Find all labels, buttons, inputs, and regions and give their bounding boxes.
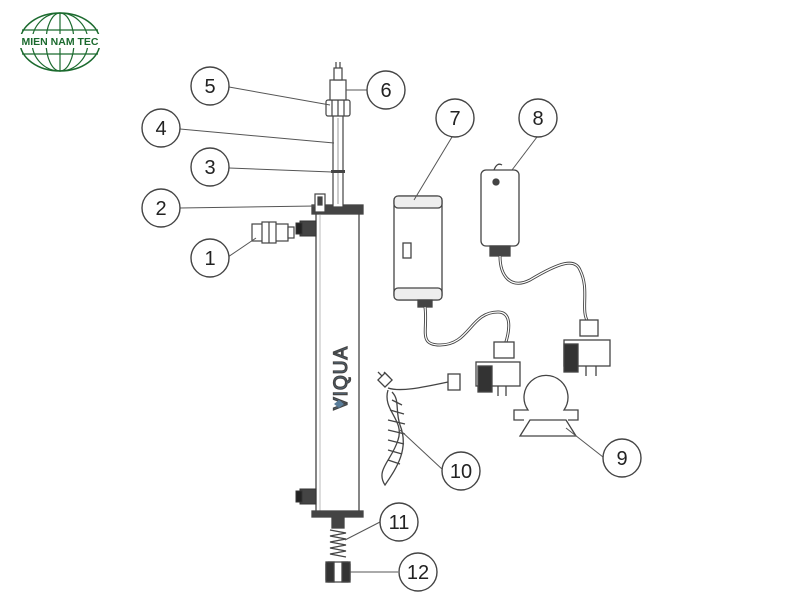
- callout-label: 8: [532, 108, 543, 130]
- callout-label: 12: [407, 562, 429, 584]
- logo-text: MIEN NAM TEC: [22, 36, 99, 48]
- outlet-port: [295, 488, 317, 505]
- callout-2: 2: [141, 188, 181, 228]
- part-8-controller: [480, 163, 590, 323]
- part-8-lamp-plug: [563, 319, 611, 376]
- callout-12: 12: [398, 552, 438, 592]
- part-7-lamp-plug: [475, 341, 521, 396]
- callout-9: 9: [602, 438, 642, 478]
- callout-7: 7: [435, 98, 475, 138]
- brand-label: VIQUA: [331, 346, 352, 410]
- company-logo: MIEN NAM TEC: [18, 12, 102, 72]
- callout-8: 8: [518, 98, 558, 138]
- callout-label: 9: [616, 448, 627, 470]
- part-10-power-cord: [377, 371, 461, 487]
- viqua-logo-icon: [334, 400, 344, 408]
- callout-1: 1: [190, 238, 230, 278]
- callout-label: 7: [449, 108, 460, 130]
- callout-label: 6: [380, 80, 391, 102]
- part-4-lamp-sleeve: [332, 114, 344, 208]
- callout-10: 10: [441, 451, 481, 491]
- part-3-o-ring: [331, 170, 345, 173]
- part-5-nut: [325, 99, 351, 117]
- callout-label: 4: [155, 118, 166, 140]
- leader-lines: [179, 86, 604, 573]
- part-7-controller: [393, 195, 511, 347]
- callout-label: 11: [389, 512, 410, 534]
- callout-label: 10: [450, 461, 472, 483]
- callout-label: 3: [204, 157, 215, 179]
- part-11-spring: [329, 517, 347, 558]
- part-12-end-cap: [325, 561, 351, 583]
- part-6-lamp-pins: [329, 62, 347, 101]
- callout-label: 2: [155, 198, 166, 220]
- callout-6: 6: [366, 70, 406, 110]
- inlet-port: [295, 220, 317, 237]
- part-2-clip: [314, 193, 326, 213]
- part-1-connector: [251, 221, 295, 244]
- callout-11: 11: [379, 502, 419, 542]
- callout-label: 1: [204, 248, 215, 270]
- callout-5: 5: [190, 66, 230, 106]
- callout-3: 3: [190, 147, 230, 187]
- callout-4: 4: [141, 108, 181, 148]
- part-9-mounting-clamp: [513, 374, 579, 437]
- callout-label: 5: [204, 76, 215, 98]
- uv-chamber: VIQUA: [311, 204, 364, 518]
